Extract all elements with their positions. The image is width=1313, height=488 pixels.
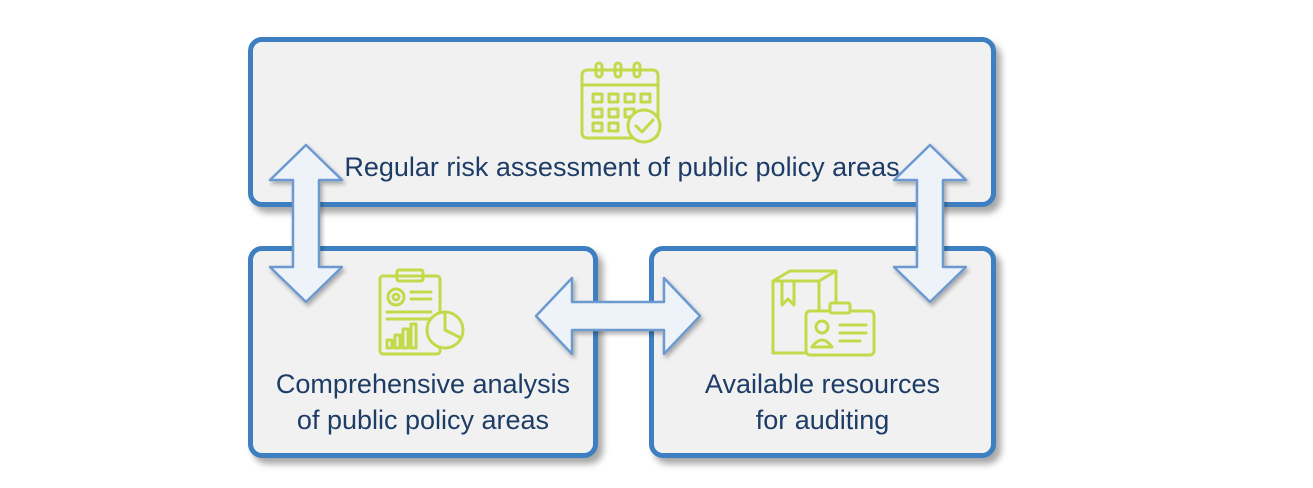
clipboard-report-chart-icon [378, 268, 465, 356]
left-vertical-double-arrow [268, 143, 344, 304]
left-box-label-line-2: of public policy areas [296, 405, 550, 435]
left-box-label-line-1: Comprehensive analysis [275, 369, 571, 399]
top-box-label-line-1: Regular risk assessment of public policy… [344, 152, 900, 182]
right-box-label-line-1: Available resources [704, 369, 941, 399]
middle-horizontal-double-arrow [534, 276, 702, 356]
top-box-label: Regular risk assessment of public policy… [248, 149, 996, 185]
calendar-check-icon [580, 61, 662, 144]
left-box-label: Comprehensive analysis of public policy … [248, 366, 598, 438]
right-box-label-line-2: for auditing [755, 405, 890, 435]
right-box-label: Available resources for auditing [649, 366, 996, 438]
books-id-badge-icon [771, 269, 876, 357]
right-vertical-double-arrow [892, 143, 968, 304]
